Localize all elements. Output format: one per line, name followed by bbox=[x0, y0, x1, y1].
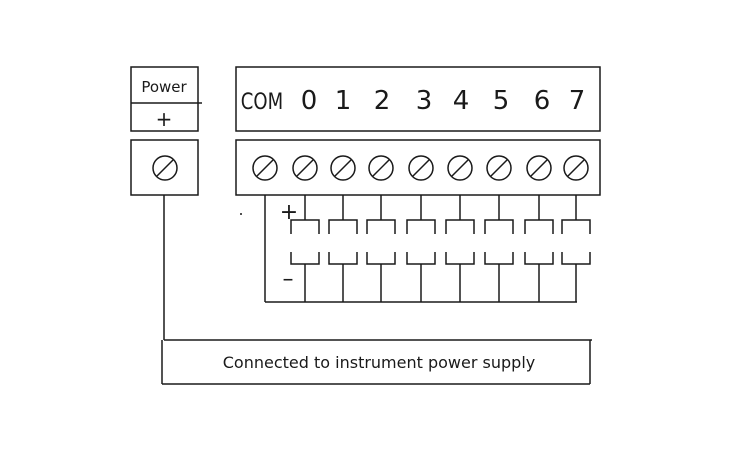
channel-switch bbox=[366, 195, 396, 302]
terminal-screws bbox=[252, 155, 589, 181]
terminal-screw-icon bbox=[447, 155, 473, 181]
terminal-label-com: COM bbox=[241, 88, 283, 114]
terminal-screw-icon bbox=[526, 155, 552, 181]
stray-dot bbox=[240, 213, 242, 215]
minus-label: – bbox=[283, 267, 294, 292]
terminal-screw-box bbox=[235, 139, 601, 196]
terminal-label-4: 4 bbox=[453, 86, 470, 116]
supply-note-text: Connected to instrument power supply bbox=[223, 353, 535, 372]
plus-label: + bbox=[280, 200, 298, 225]
terminal-label-0: 0 bbox=[301, 86, 318, 116]
terminal-screw-icon bbox=[368, 155, 394, 181]
power-screw-icon bbox=[152, 155, 178, 181]
channel-switch bbox=[484, 195, 514, 302]
channel-switch bbox=[524, 195, 554, 302]
power-sign: + bbox=[156, 107, 173, 131]
terminal-screw-icon bbox=[292, 155, 318, 181]
supply-note-box bbox=[161, 340, 591, 385]
channel-switch bbox=[290, 195, 320, 302]
supply-wire bbox=[163, 195, 592, 341]
terminal-label-2: 2 bbox=[374, 86, 391, 116]
channel-switch bbox=[406, 195, 436, 302]
terminal-label-box bbox=[235, 66, 601, 132]
terminal-screw-icon bbox=[563, 155, 589, 181]
terminal-screw-icon bbox=[408, 155, 434, 181]
channel-switch bbox=[445, 195, 475, 302]
channel-switch bbox=[561, 195, 591, 302]
terminal-screw-icon bbox=[252, 155, 278, 181]
channel-switch bbox=[328, 195, 358, 302]
terminal-screw-icon bbox=[486, 155, 512, 181]
terminal-label-6: 6 bbox=[534, 86, 551, 116]
terminal-label-7: 7 bbox=[569, 86, 586, 116]
switch-array bbox=[264, 195, 591, 303]
terminal-label-5: 5 bbox=[493, 86, 510, 116]
terminal-block bbox=[235, 66, 601, 196]
terminal-label-3: 3 bbox=[416, 86, 433, 116]
power-label: Power bbox=[141, 78, 187, 96]
terminal-screw-icon bbox=[330, 155, 356, 181]
terminal-label-1: 1 bbox=[335, 86, 352, 116]
power-label-box bbox=[130, 66, 199, 132]
